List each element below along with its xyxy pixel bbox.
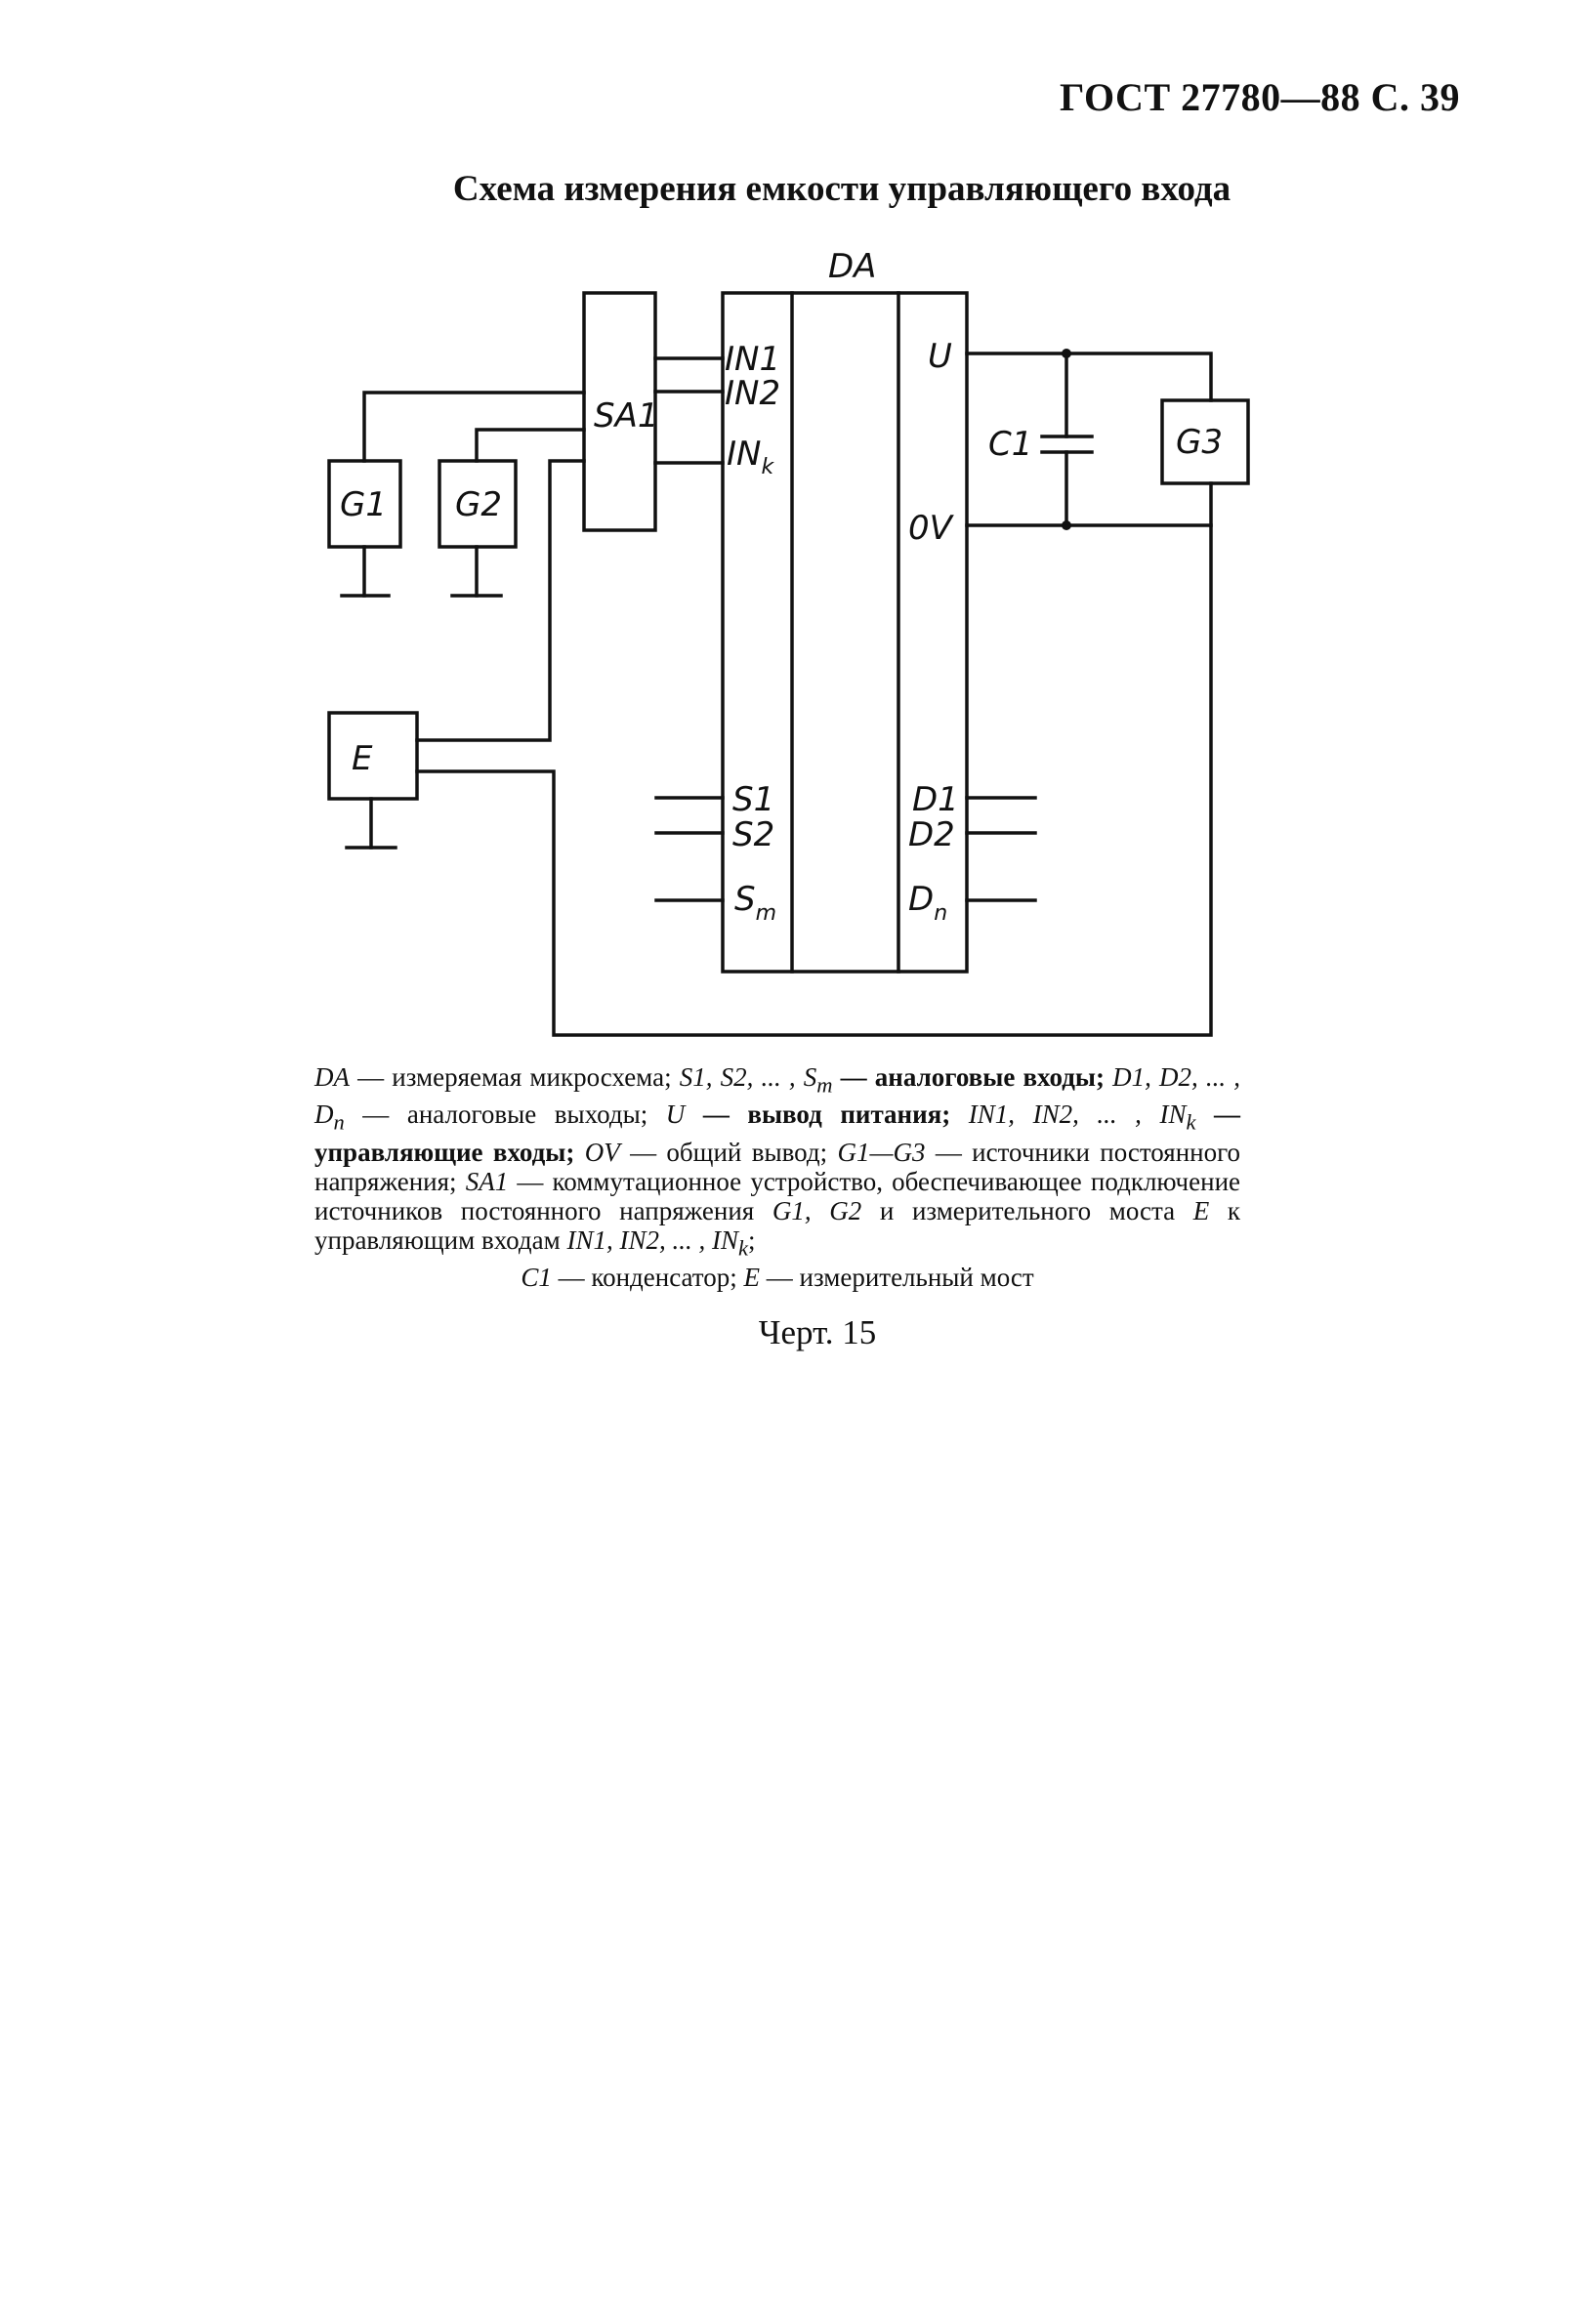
legend: DA — измеряемая микросхема; S1, S2, ... … xyxy=(314,1062,1240,1292)
legend-in-list-2: IN1, IN2, ... , INk xyxy=(566,1224,748,1261)
pin-d1-label: D1 xyxy=(912,780,959,819)
legend-da: DA xyxy=(314,1062,350,1092)
pin-s2-label: S2 xyxy=(732,815,774,854)
figure-label: Черт. 15 xyxy=(758,1313,877,1351)
pin-sm-label: Sm xyxy=(734,880,776,926)
legend-last-line: C1 — конденсатор; E — измерительный мост xyxy=(521,1263,1034,1293)
legend-d-list: D1, D2, ... , Dn xyxy=(314,1062,1241,1135)
bridge-e-label: E xyxy=(352,739,373,778)
circuit-diagram: DA SA1 IN1 IN2 INk S1 S2 Sm U 0V D1 D2 D… xyxy=(327,247,1250,1037)
chip-body xyxy=(721,291,969,974)
legend-g-range: G1—G3 xyxy=(837,1137,926,1167)
legend-text-bold: — управляющие входы; xyxy=(314,1100,1241,1167)
legend-text: и измерительного моста xyxy=(861,1195,1193,1225)
wire-g1 xyxy=(362,391,586,463)
source-g2-label: G2 xyxy=(455,485,502,524)
pin-dn-label: Dn xyxy=(908,880,947,926)
source-g1-label: G1 xyxy=(340,485,387,524)
pin-in1-label: IN1 xyxy=(725,340,780,379)
legend-text: к управляющим входам xyxy=(314,1195,1241,1255)
source-g3-label: G3 xyxy=(1176,423,1223,462)
pin-ov-label: 0V xyxy=(908,509,955,548)
legend-text-bold: — аналоговые входы; xyxy=(832,1062,1113,1092)
legend-text: — источники постоянного напряжения; xyxy=(314,1137,1241,1196)
legend-e: E xyxy=(1192,1195,1210,1225)
switch-label: SA1 xyxy=(594,396,658,436)
wire-u-rail xyxy=(965,352,1213,402)
source-g3-box xyxy=(1160,398,1250,485)
switch-block xyxy=(582,291,657,532)
pin-s1-label: S1 xyxy=(732,780,774,819)
wire-e-to-ov xyxy=(415,523,1213,1037)
capacitor-label: C1 xyxy=(988,425,1032,464)
pin-u-label: U xyxy=(928,337,952,376)
legend-text: — коммутационное устройство, обеспечиваю… xyxy=(314,1166,1241,1225)
bridge-e-box xyxy=(327,711,419,801)
legend-text: — измеряемая микросхема; xyxy=(350,1062,680,1092)
legend-text: — общий вывод; xyxy=(619,1137,838,1167)
legend-text: — аналоговые выходы; xyxy=(344,1100,666,1130)
legend-text-bold: — вывод питания; xyxy=(685,1100,969,1130)
diagram-title: Схема измерения емкости управляющего вхо… xyxy=(452,169,1231,209)
wire-e-to-sa1 xyxy=(415,459,586,742)
wire-g2 xyxy=(475,428,586,463)
junction-ov xyxy=(1062,520,1071,530)
legend-g1g2: G1, G2 xyxy=(772,1195,862,1225)
legend-sa1: SA1 xyxy=(465,1166,509,1196)
pin-d2-label: D2 xyxy=(908,815,955,854)
page-header: ГОСТ 27780—88 С. 39 xyxy=(1060,75,1461,119)
legend-in-list: IN1, IN2, ... , INk xyxy=(968,1100,1196,1135)
legend-ov: OV xyxy=(584,1137,620,1167)
pin-in2-label: IN2 xyxy=(725,374,780,413)
pin-ink-label: INk xyxy=(727,435,774,479)
legend-s-list: S1, S2, ... , Sm xyxy=(679,1062,833,1098)
junction-u xyxy=(1062,349,1071,358)
legend-u: U xyxy=(665,1100,686,1130)
legend-text: ; xyxy=(747,1224,756,1255)
chip-label: DA xyxy=(828,247,876,286)
